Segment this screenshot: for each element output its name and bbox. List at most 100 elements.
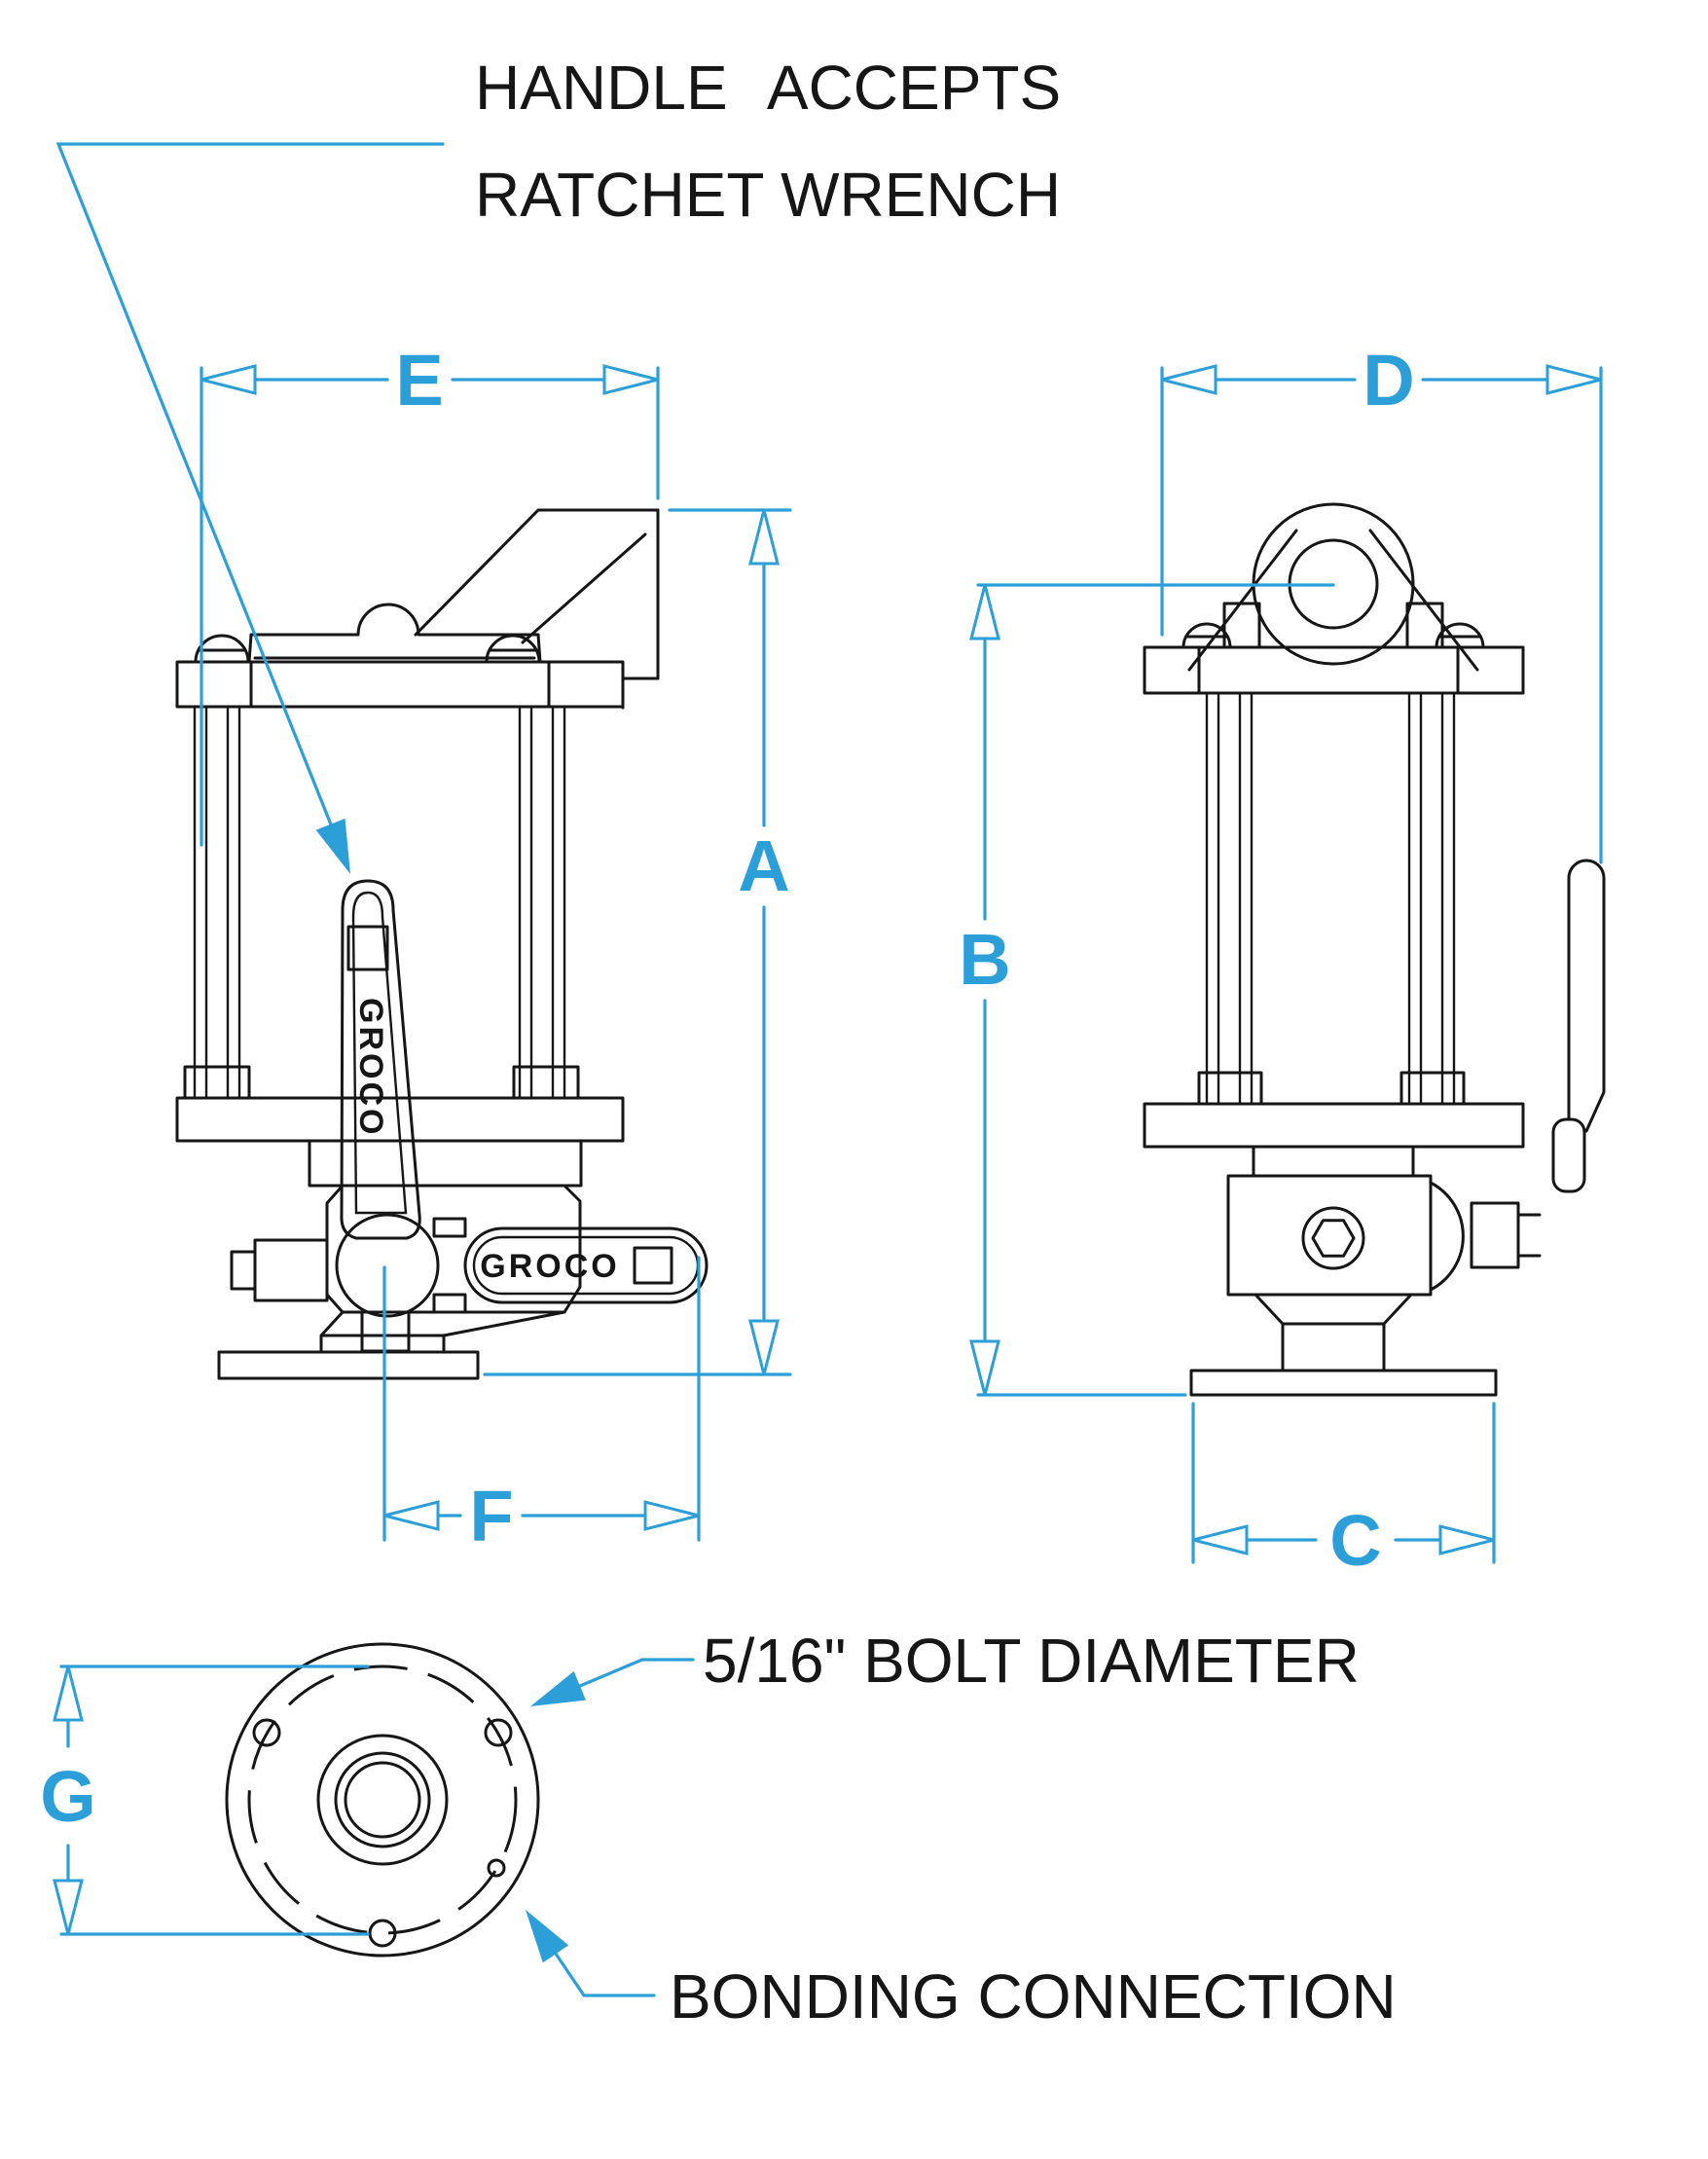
dim-a-arrow-bottom	[748, 1319, 780, 1375]
base-flange-front	[217, 1350, 480, 1380]
dim-label-a: A	[738, 825, 789, 906]
bolt-hole-top-left	[252, 1718, 281, 1747]
valve-mount	[308, 1139, 583, 1188]
dim-e-extension-lines	[200, 366, 660, 847]
dim-g-arrow-top	[53, 1665, 84, 1722]
lever-pivot-boss	[1551, 1117, 1586, 1193]
horizontal-handle-hole	[633, 1246, 673, 1285]
side-body	[1226, 1174, 1433, 1297]
dim-b-arrow-bottom	[969, 1339, 1000, 1396]
bolt-circle-dashed	[247, 1665, 518, 1935]
dim-g: G	[40, 1665, 370, 1936]
base-cone	[319, 1310, 566, 1354]
hex-plug	[1311, 1219, 1356, 1258]
bracket-inner-edge	[521, 532, 647, 644]
bolt-hole-bottom	[368, 1919, 397, 1948]
vertical-handle-hole	[346, 925, 389, 971]
handle-note-line2: RATCHET WRENCH	[475, 160, 1061, 230]
dim-b-extension-lines	[976, 583, 1335, 1397]
clamp-gussets	[1187, 529, 1479, 672]
dim-d-arrow-left	[1161, 364, 1217, 395]
dim-b-arrow-top	[969, 584, 1000, 640]
side-lower-flange	[1143, 1102, 1525, 1149]
ball-housing-bulge	[1429, 1181, 1465, 1292]
dim-e: E	[200, 340, 660, 847]
bolt-diameter-note: 5/16" BOLT DIAMETER	[530, 1626, 1360, 1706]
bolt-note-text: 5/16" BOLT DIAMETER	[703, 1626, 1360, 1696]
handle-note-line1: HANDLE ACCEPTS	[475, 53, 1061, 123]
flange-outer-circle	[225, 1642, 540, 1958]
dim-c: C	[1191, 1402, 1496, 1581]
dim-f-extension-lines	[382, 1256, 701, 1542]
side-flange-bolt-left	[1181, 622, 1232, 649]
bolt-note-leader	[578, 1658, 695, 1688]
bonding-note: BONDING CONNECTION	[526, 1910, 1397, 2031]
flange-boss-circle	[316, 1734, 449, 1866]
bolt-note-arrow	[530, 1671, 586, 1706]
side-view	[1143, 502, 1606, 1397]
bolt-hole-top-right	[484, 1718, 513, 1747]
handle-link-bottom	[432, 1293, 467, 1314]
bore-circle	[344, 1761, 421, 1839]
bonding-note-arrow	[526, 1910, 569, 1963]
dim-g-extension-lines	[59, 1665, 370, 1936]
upper-flange-bolt-left	[194, 634, 250, 664]
dim-label-f: F	[469, 1476, 513, 1556]
dim-f-arrow-right	[643, 1500, 700, 1531]
bonding-hole	[487, 1858, 506, 1878]
side-lever-handle	[1567, 859, 1606, 1133]
rod-nut-right	[512, 1065, 580, 1100]
side-flange-bolt-right	[1435, 622, 1485, 649]
dim-label-c: C	[1329, 1500, 1381, 1581]
bonding-note-leader	[554, 1952, 656, 1997]
side-upper-flange-pads	[1197, 645, 1460, 695]
dim-e-arrow-right	[602, 364, 659, 395]
handle-pivot-nut	[335, 1213, 440, 1318]
handle-link-top	[432, 1217, 467, 1238]
upper-flange-bolt-right	[485, 634, 541, 664]
dim-c-arrow-right	[1438, 1524, 1495, 1555]
flange-bottom-view	[225, 1642, 540, 1958]
horizontal-handle	[463, 1226, 709, 1304]
dim-d-arrow-right	[1545, 364, 1602, 395]
dim-d-extension-lines	[1160, 366, 1603, 864]
front-view: GROCO GROCO	[175, 508, 709, 1380]
mount-links	[1516, 1213, 1542, 1258]
dim-a-extension-lines	[483, 508, 792, 1376]
tie-rods-right	[518, 707, 566, 1098]
handle-note-arrow	[315, 818, 350, 874]
drain-port	[253, 1238, 329, 1302]
side-neck	[1252, 1145, 1415, 1178]
dim-c-arrow-left	[1192, 1524, 1249, 1555]
dim-label-e: E	[395, 340, 443, 421]
vertical-handle-inner	[351, 891, 408, 1215]
side-upper-flange	[1143, 645, 1525, 695]
hex-plug-ring	[1301, 1206, 1365, 1270]
tie-rods-left	[193, 707, 241, 1098]
dim-d: D	[1160, 340, 1603, 864]
dim-label-d: D	[1363, 340, 1414, 421]
bore-ring	[334, 1751, 431, 1848]
dim-f-arrow-left	[383, 1500, 440, 1531]
drain-plug	[230, 1250, 257, 1291]
handle-note: HANDLE ACCEPTS RATCHET WRENCH	[55, 53, 1061, 874]
dim-label-g: G	[40, 1756, 96, 1837]
groco-logo-vertical: GROCO	[352, 998, 389, 1137]
side-rods-right	[1407, 693, 1456, 1104]
upper-flange-pads	[249, 660, 551, 709]
handle-note-leader	[55, 142, 445, 826]
groco-logo-horizontal: GROCO	[480, 1248, 619, 1285]
side-base-flange	[1189, 1369, 1498, 1397]
cap-top	[249, 603, 540, 637]
dim-g-arrow-bottom	[53, 1879, 84, 1935]
dim-f: F	[382, 1256, 701, 1556]
side-mount-block	[1470, 1201, 1520, 1269]
bracket-outline	[414, 508, 660, 637]
dim-label-b: B	[959, 919, 1010, 1000]
dim-e-arrow-left	[200, 364, 257, 395]
dim-a: A	[483, 508, 792, 1376]
bonding-note-text: BONDING CONNECTION	[670, 1961, 1397, 2031]
dim-a-arrow-top	[748, 509, 780, 566]
